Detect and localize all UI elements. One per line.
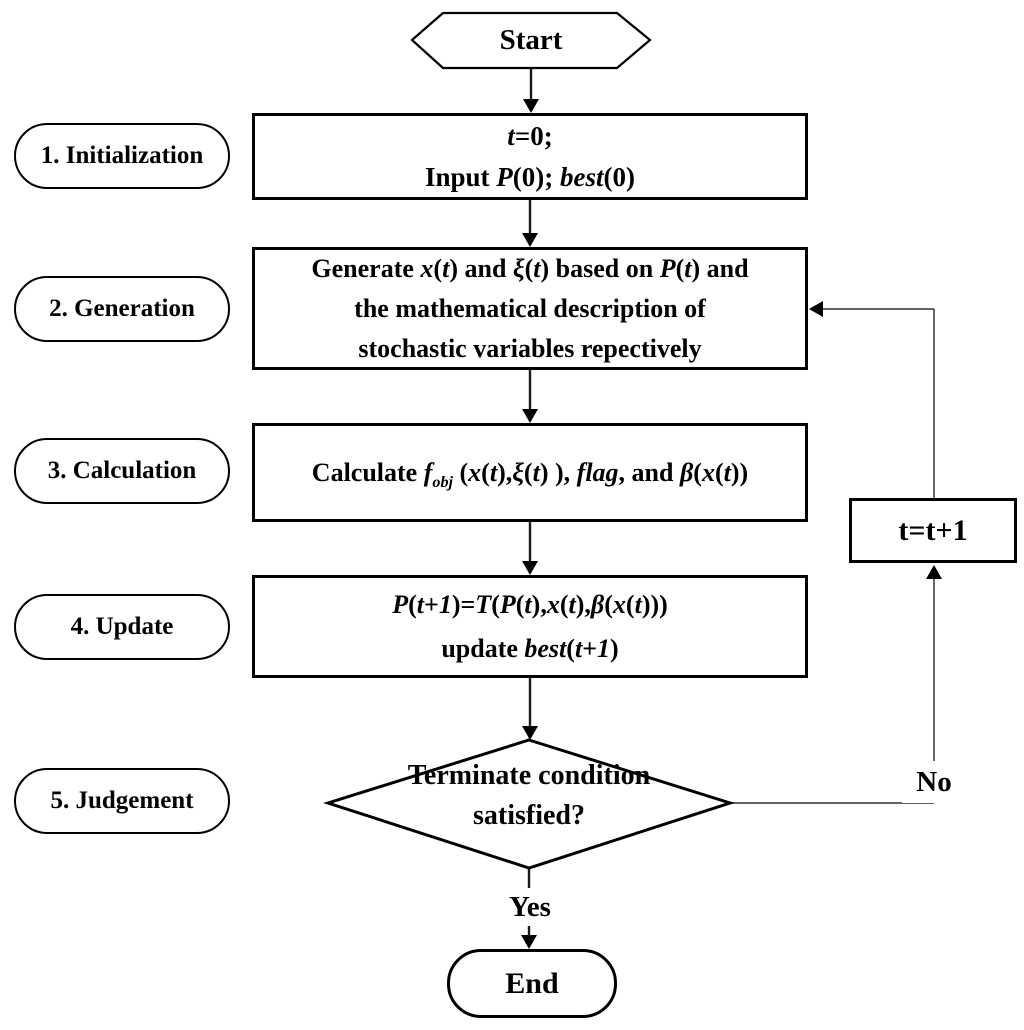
- process-text-line: the mathematical description of: [354, 293, 706, 323]
- arrowhead-down-update: [522, 561, 538, 575]
- increment-box: t=t+1: [849, 498, 1017, 563]
- stage-label-calculation: 3. Calculation: [14, 438, 230, 504]
- arrowhead-down-generation: [522, 233, 538, 247]
- stage-label-text: 2. Generation: [49, 295, 195, 322]
- process-box-calculation: Calculate fobj (x(t),ξ(t) ), flag, and β…: [252, 423, 808, 522]
- end-node-label: End: [505, 966, 559, 1000]
- arrowhead-down-decision: [522, 726, 538, 740]
- process-text-line: stochastic variables repectively: [358, 333, 702, 363]
- stage-label-initialization: 1. Initialization: [14, 123, 230, 189]
- process-text-line: P(t+1)=T(P(t),x(t),β(x(t))): [392, 589, 668, 619]
- process-text-line: Input P(0); best(0): [424, 161, 635, 192]
- stage-label-generation: 2. Generation: [14, 276, 230, 342]
- process-text-line: Generate x(t) and ξ(t) based on P(t) and: [311, 253, 749, 283]
- decision-diamond: [323, 738, 735, 870]
- start-node-label: Start: [499, 24, 563, 56]
- stage-label-update: 4. Update: [14, 594, 230, 660]
- process-box-update: P(t+1)=T(P(t),x(t),β(x(t))) update best(…: [252, 575, 808, 678]
- end-node: End: [447, 949, 617, 1018]
- increment-label: t=t+1: [898, 513, 968, 547]
- arrowhead-up-increment: [926, 565, 942, 579]
- process-box-initialization: t=0; Input P(0); best(0): [252, 113, 808, 200]
- process-text-line: Calculate fobj (x(t),ξ(t) ), flag, and β…: [311, 457, 749, 491]
- stage-label-text: 4. Update: [70, 613, 174, 640]
- arrowhead-down-calculation: [522, 409, 538, 423]
- branch-label-no: No: [902, 761, 966, 803]
- arrowhead-down-init: [523, 99, 539, 113]
- decision-text-line: satisfied?: [473, 800, 585, 831]
- arrowhead-down-end: [521, 935, 537, 949]
- stage-label-text: 1. Initialization: [40, 142, 204, 169]
- start-hexagon: [410, 11, 652, 70]
- process-text-line: t=0;: [507, 120, 553, 151]
- process-text-line: update best(t+1): [441, 633, 619, 663]
- stage-label-text: 3. Calculation: [47, 457, 197, 484]
- decision-label: Terminate condition satisfied?: [319, 756, 739, 836]
- arrowheads: [521, 99, 942, 949]
- stage-label-text: 5. Judgement: [50, 787, 194, 814]
- decision-text-line: Terminate condition: [407, 760, 651, 791]
- branch-label-yes: Yes: [496, 888, 564, 926]
- process-box-generation: Generate x(t) and ξ(t) based on P(t) and…: [252, 247, 808, 370]
- arrowhead-left-generation: [809, 301, 823, 317]
- stage-label-judgement: 5. Judgement: [14, 768, 230, 834]
